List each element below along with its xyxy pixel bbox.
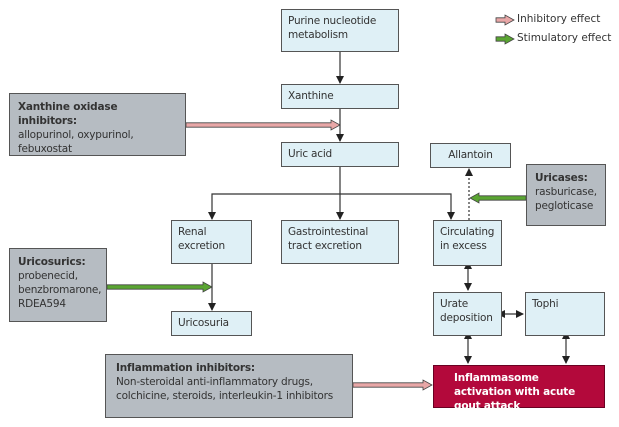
node-uric-acid: Uric acid [281, 142, 399, 167]
inhibitory-arrow-inflammation [352, 379, 433, 391]
drug-xo-items: allopurinol, oxypurinol, febuxostat [18, 129, 134, 155]
node-circulating-excess: Circulating in excess [433, 220, 502, 266]
node-renal-excretion: Renal excretion [171, 220, 252, 264]
stimulatory-arrow-uricases [469, 192, 527, 204]
node-gi-excretion: Gastrointestinal tract excretion [281, 220, 399, 264]
drug-uricosurics-title: Uricosurics: [18, 256, 86, 268]
drug-uricosurics: Uricosurics: probenecid, benzbromarone, … [9, 248, 107, 322]
node-urate-deposition: Urate deposition [433, 292, 502, 336]
stimulatory-arrow-uricosurics [106, 281, 213, 293]
drug-xanthine-oxidase-inhibitors: Xanthine oxidase inhibitors: allopurinol… [9, 93, 186, 156]
drug-xo-title: Xanthine oxidase inhibitors: [18, 101, 118, 127]
edge-split-renal [208, 193, 340, 220]
drug-uricases-items: rasburicase, pegloticase [535, 186, 597, 212]
drug-inflammation-items: Non-steroidal anti-inflammatory drugs, c… [116, 376, 334, 402]
node-purine-metabolism: Purine nucleotide metabolism [281, 9, 399, 52]
drug-uricases: Uricases: rasburicase, pegloticase [526, 164, 606, 226]
node-allantoin: Allantoin [430, 143, 511, 168]
drug-inflammation-inhibitors: Inflammation inhibitors: Non-steroidal a… [105, 354, 353, 418]
node-tophi: Tophi [525, 292, 605, 336]
legend-stimulatory-label: Stimulatory effect [517, 32, 612, 44]
node-inflammasome-activation: Inflammasome activation with acute gout … [433, 365, 605, 412]
legend-stimulatory-arrow-icon [495, 33, 515, 45]
drug-uricosurics-items: probenecid, benzbromarone, RDEA594 [18, 270, 102, 310]
edge-split-circulating [340, 193, 455, 220]
drug-inflammation-title: Inflammation inhibitors: [116, 362, 255, 374]
legend-inhibitory-arrow-icon [495, 14, 515, 26]
legend-inhibitory-label: Inhibitory effect [517, 13, 601, 25]
inhibitory-arrow-xanthine-oxidase [185, 119, 341, 131]
node-uricosuria: Uricosuria [171, 311, 252, 336]
node-xanthine: Xanthine [281, 84, 399, 109]
drug-uricases-title: Uricases: [535, 172, 588, 184]
